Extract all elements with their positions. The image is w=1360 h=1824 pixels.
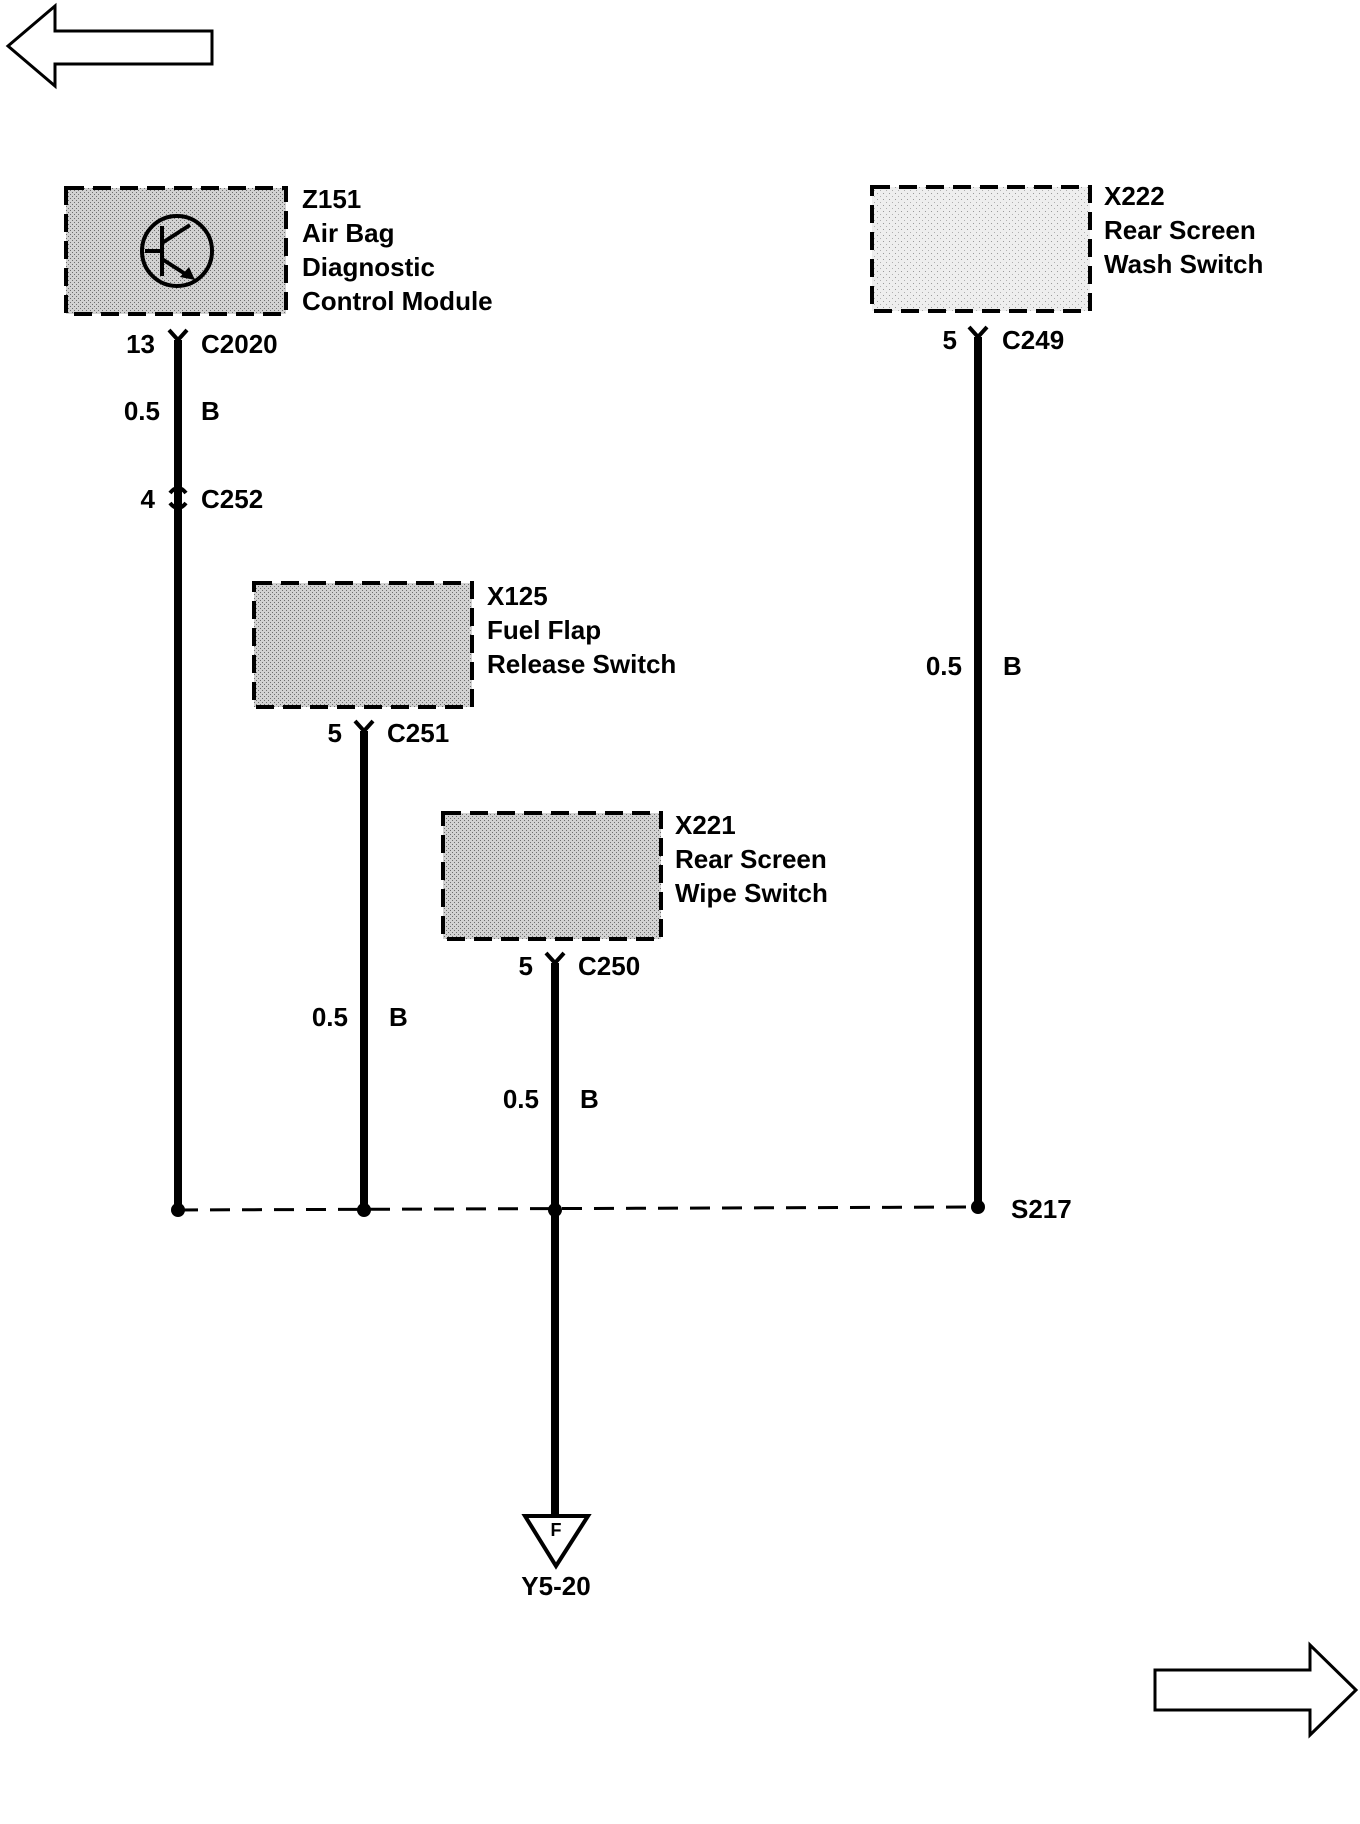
component-z151-id: Z151 [302, 184, 361, 214]
component-x222: X222 Rear Screen Wash Switch [870, 181, 1263, 313]
component-z151-box [64, 186, 288, 316]
connector-c251-name: C251 [387, 718, 449, 748]
ground-symbol-letter: F [551, 1520, 562, 1540]
connector-c251-symbol [353, 719, 375, 734]
ground-symbol-icon [521, 1514, 592, 1570]
left-arrow-icon[interactable] [5, 2, 214, 90]
connector-c2020-name: C2020 [201, 329, 278, 359]
connector-c250-pin: 5 [519, 951, 533, 981]
connector-c252-name: C252 [201, 484, 263, 514]
connector-c249-name: C249 [1002, 325, 1064, 355]
component-z151-name-line2: Diagnostic [302, 252, 435, 282]
splice-node [971, 1200, 985, 1214]
splice-s217-label: S217 [1011, 1194, 1072, 1224]
splice-node [357, 1203, 371, 1217]
wire-x222-size: 0.5 [926, 651, 962, 681]
prev-page-button[interactable] [5, 2, 214, 90]
connector-c2020-pin: 13 [126, 329, 155, 359]
connector-c250-name: C250 [578, 951, 640, 981]
component-x125-name-line2: Release Switch [487, 649, 676, 679]
connector-c250-symbol [544, 951, 566, 966]
component-z151: Z151 Air Bag Diagnostic Control Module [64, 184, 493, 316]
component-x221-box [441, 811, 663, 941]
connector-c249-symbol [967, 325, 989, 340]
wire-z151-color: B [201, 396, 220, 426]
connector-c2020-symbol [167, 328, 189, 343]
component-z151-name-line3: Control Module [302, 286, 493, 316]
next-page-button[interactable] [1153, 1641, 1359, 1739]
component-x222-box [870, 185, 1092, 313]
wire-z151-size: 0.5 [124, 396, 160, 426]
component-x221-name-line2: Wipe Switch [675, 878, 828, 908]
splice-bus-line [177, 1205, 979, 1212]
component-x125-box [252, 581, 474, 709]
wire-x125-size: 0.5 [312, 1002, 348, 1032]
wire-x221-size: 0.5 [503, 1084, 539, 1114]
connector-c252-symbol [168, 486, 188, 510]
connector-c252-pin: 4 [141, 484, 156, 514]
splice-node [548, 1203, 562, 1217]
wire-x125-color: B [389, 1002, 408, 1032]
component-z151-name-line1: Air Bag [302, 218, 394, 248]
wire-x221-color: B [580, 1084, 599, 1114]
component-x221-name-line1: Rear Screen [675, 844, 827, 874]
component-x222-name-line2: Wash Switch [1104, 249, 1263, 279]
ground-reference-label: Y5-20 [521, 1571, 590, 1601]
component-x221-id: X221 [675, 810, 736, 840]
right-arrow-icon[interactable] [1153, 1641, 1359, 1739]
connector-c251-pin: 5 [328, 718, 342, 748]
component-x221: X221 Rear Screen Wipe Switch [441, 810, 828, 941]
component-x222-name-line1: Rear Screen [1104, 215, 1256, 245]
component-x125: X125 Fuel Flap Release Switch [252, 581, 676, 709]
connector-c249-pin: 5 [943, 325, 957, 355]
component-x125-id: X125 [487, 581, 548, 611]
component-x125-name-line1: Fuel Flap [487, 615, 601, 645]
transistor-symbol-icon [140, 214, 214, 288]
splice-node [171, 1203, 185, 1217]
wire-x222-color: B [1003, 651, 1022, 681]
component-x222-id: X222 [1104, 181, 1165, 211]
